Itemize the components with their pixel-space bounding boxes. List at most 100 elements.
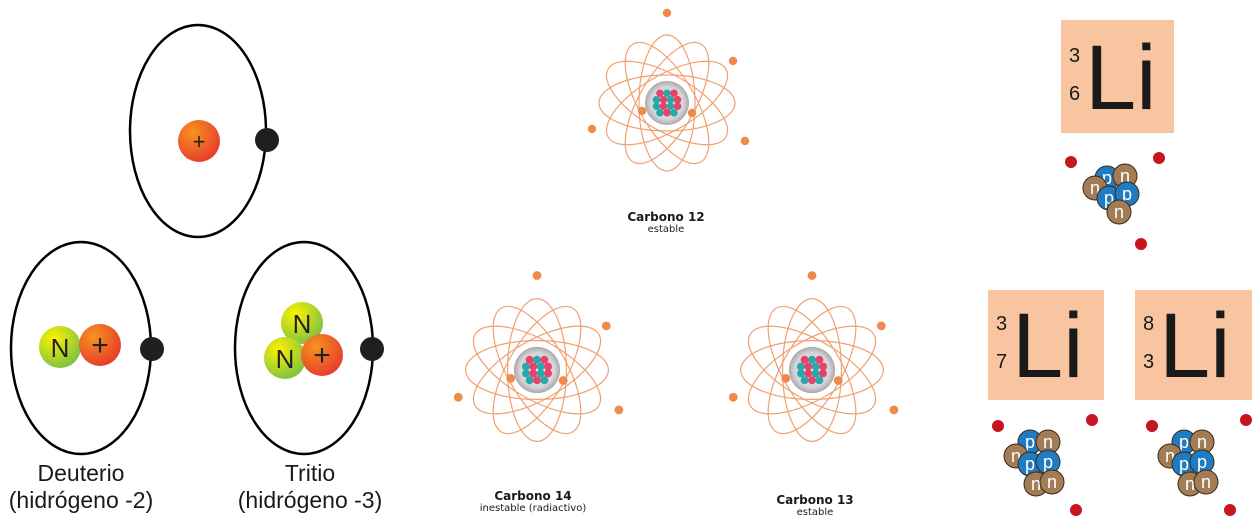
proton xyxy=(804,369,813,378)
neutron-letter: n xyxy=(1185,474,1195,494)
nucleus-shell xyxy=(788,346,836,394)
proton xyxy=(819,369,828,378)
proton xyxy=(673,102,682,111)
carbon-12-status: estable xyxy=(647,224,685,235)
deuterium-neutron-sign: N xyxy=(51,333,70,363)
deuterium-atom: N + xyxy=(9,240,164,456)
carbon-13-atom xyxy=(728,271,899,442)
proton-letter: p xyxy=(1043,452,1053,472)
tritium-atom: N N + xyxy=(233,240,384,456)
proton xyxy=(533,376,541,385)
lithium-7-lower-number: 7 xyxy=(996,351,1008,373)
orbit-ring xyxy=(739,340,884,401)
neutron xyxy=(533,355,541,364)
electron xyxy=(662,8,672,18)
protium-proton xyxy=(178,120,220,162)
carbon-14-name: Carbono 14 xyxy=(494,489,572,503)
tritium-proton-sign: + xyxy=(313,339,331,372)
electron xyxy=(1240,414,1252,426)
proton-letter: p xyxy=(1104,188,1114,208)
neutron-letter: n xyxy=(1090,178,1100,198)
electron xyxy=(1146,420,1158,432)
electron xyxy=(1070,504,1082,516)
orbit-ring xyxy=(506,298,567,443)
proton-letter: p xyxy=(1122,184,1132,204)
electron xyxy=(687,108,697,118)
neutron xyxy=(800,376,809,385)
proton xyxy=(673,95,682,104)
carbon-14-atom xyxy=(453,271,624,443)
neutron xyxy=(656,108,664,117)
electron xyxy=(506,373,516,383)
deuterium-name: Deuterio xyxy=(37,460,125,486)
proton-letter: p xyxy=(1179,454,1189,474)
carbon-14-status: inestable (radiactivo) xyxy=(479,503,587,514)
carbon-12-name: Carbono 12 xyxy=(627,210,705,224)
orbit-ring xyxy=(767,305,857,435)
lithium-8-tile: 8 3 Li xyxy=(1135,290,1252,400)
electron xyxy=(728,56,738,66)
neutron xyxy=(663,89,671,98)
lithium-6-upper-number: 3 xyxy=(1069,45,1081,67)
lithium-8-symbol: Li xyxy=(1159,295,1231,397)
neutron xyxy=(811,369,820,378)
electron xyxy=(601,321,611,331)
neutron-letter: n xyxy=(1047,472,1057,492)
carbon-14-label: Carbono 14 inestable (radiactivo) xyxy=(463,489,603,515)
proton-letter: p xyxy=(1025,454,1035,474)
neutron-letter: n xyxy=(1197,432,1207,452)
proton xyxy=(800,355,809,364)
orbit-ring xyxy=(472,325,602,415)
orbit-ring xyxy=(638,34,696,172)
tritium-proton xyxy=(301,334,343,376)
electron xyxy=(1086,414,1098,426)
electron xyxy=(1224,504,1236,516)
electron xyxy=(587,124,597,134)
carbon-13-name: Carbono 13 xyxy=(776,493,854,507)
electron xyxy=(807,271,817,280)
electron xyxy=(1065,156,1077,168)
lithium-7-tile: 3 7 Li xyxy=(988,290,1104,400)
proton-letter: p xyxy=(1102,168,1112,188)
deuterium-proton xyxy=(79,324,121,366)
proton xyxy=(815,355,824,364)
orbit-ring xyxy=(605,60,729,146)
neutron xyxy=(666,102,675,111)
neutron xyxy=(521,369,530,378)
tritium-name: Tritio xyxy=(284,460,336,486)
orbit-ring xyxy=(781,297,842,442)
electron xyxy=(637,106,647,116)
neutron xyxy=(1106,199,1132,225)
proton xyxy=(804,362,813,371)
proton xyxy=(808,376,816,385)
neutron xyxy=(1193,469,1219,495)
neutron xyxy=(536,369,545,378)
electron xyxy=(532,271,542,280)
lithium-7-symbol: Li xyxy=(1012,295,1084,397)
deuterium-label: Deuterio (hidrógeno -2) xyxy=(0,460,162,514)
carbon-13-status: estable xyxy=(796,507,834,518)
electron xyxy=(740,136,750,146)
neutron-letter: n xyxy=(1043,432,1053,452)
electron xyxy=(876,321,886,331)
neutron xyxy=(652,102,661,111)
lithium-8-upper-number: 8 xyxy=(1143,313,1155,335)
neutron xyxy=(670,108,678,117)
orbit-ring xyxy=(598,74,736,132)
lithium-8-lower-number: 3 xyxy=(1143,351,1155,373)
carbon-12-label: Carbono 12 estable xyxy=(596,210,736,236)
orbit-ring xyxy=(492,305,582,435)
orbit-ring xyxy=(624,41,710,165)
neutron-letter: n xyxy=(1201,472,1211,492)
proton-letter: p xyxy=(1025,432,1035,452)
proton xyxy=(544,362,553,371)
electron xyxy=(558,376,568,385)
electron xyxy=(453,392,463,402)
protium-atom: + xyxy=(128,23,279,239)
tritium-electron xyxy=(360,337,384,361)
electron xyxy=(992,420,1004,432)
neutron-letter: n xyxy=(1120,166,1130,186)
